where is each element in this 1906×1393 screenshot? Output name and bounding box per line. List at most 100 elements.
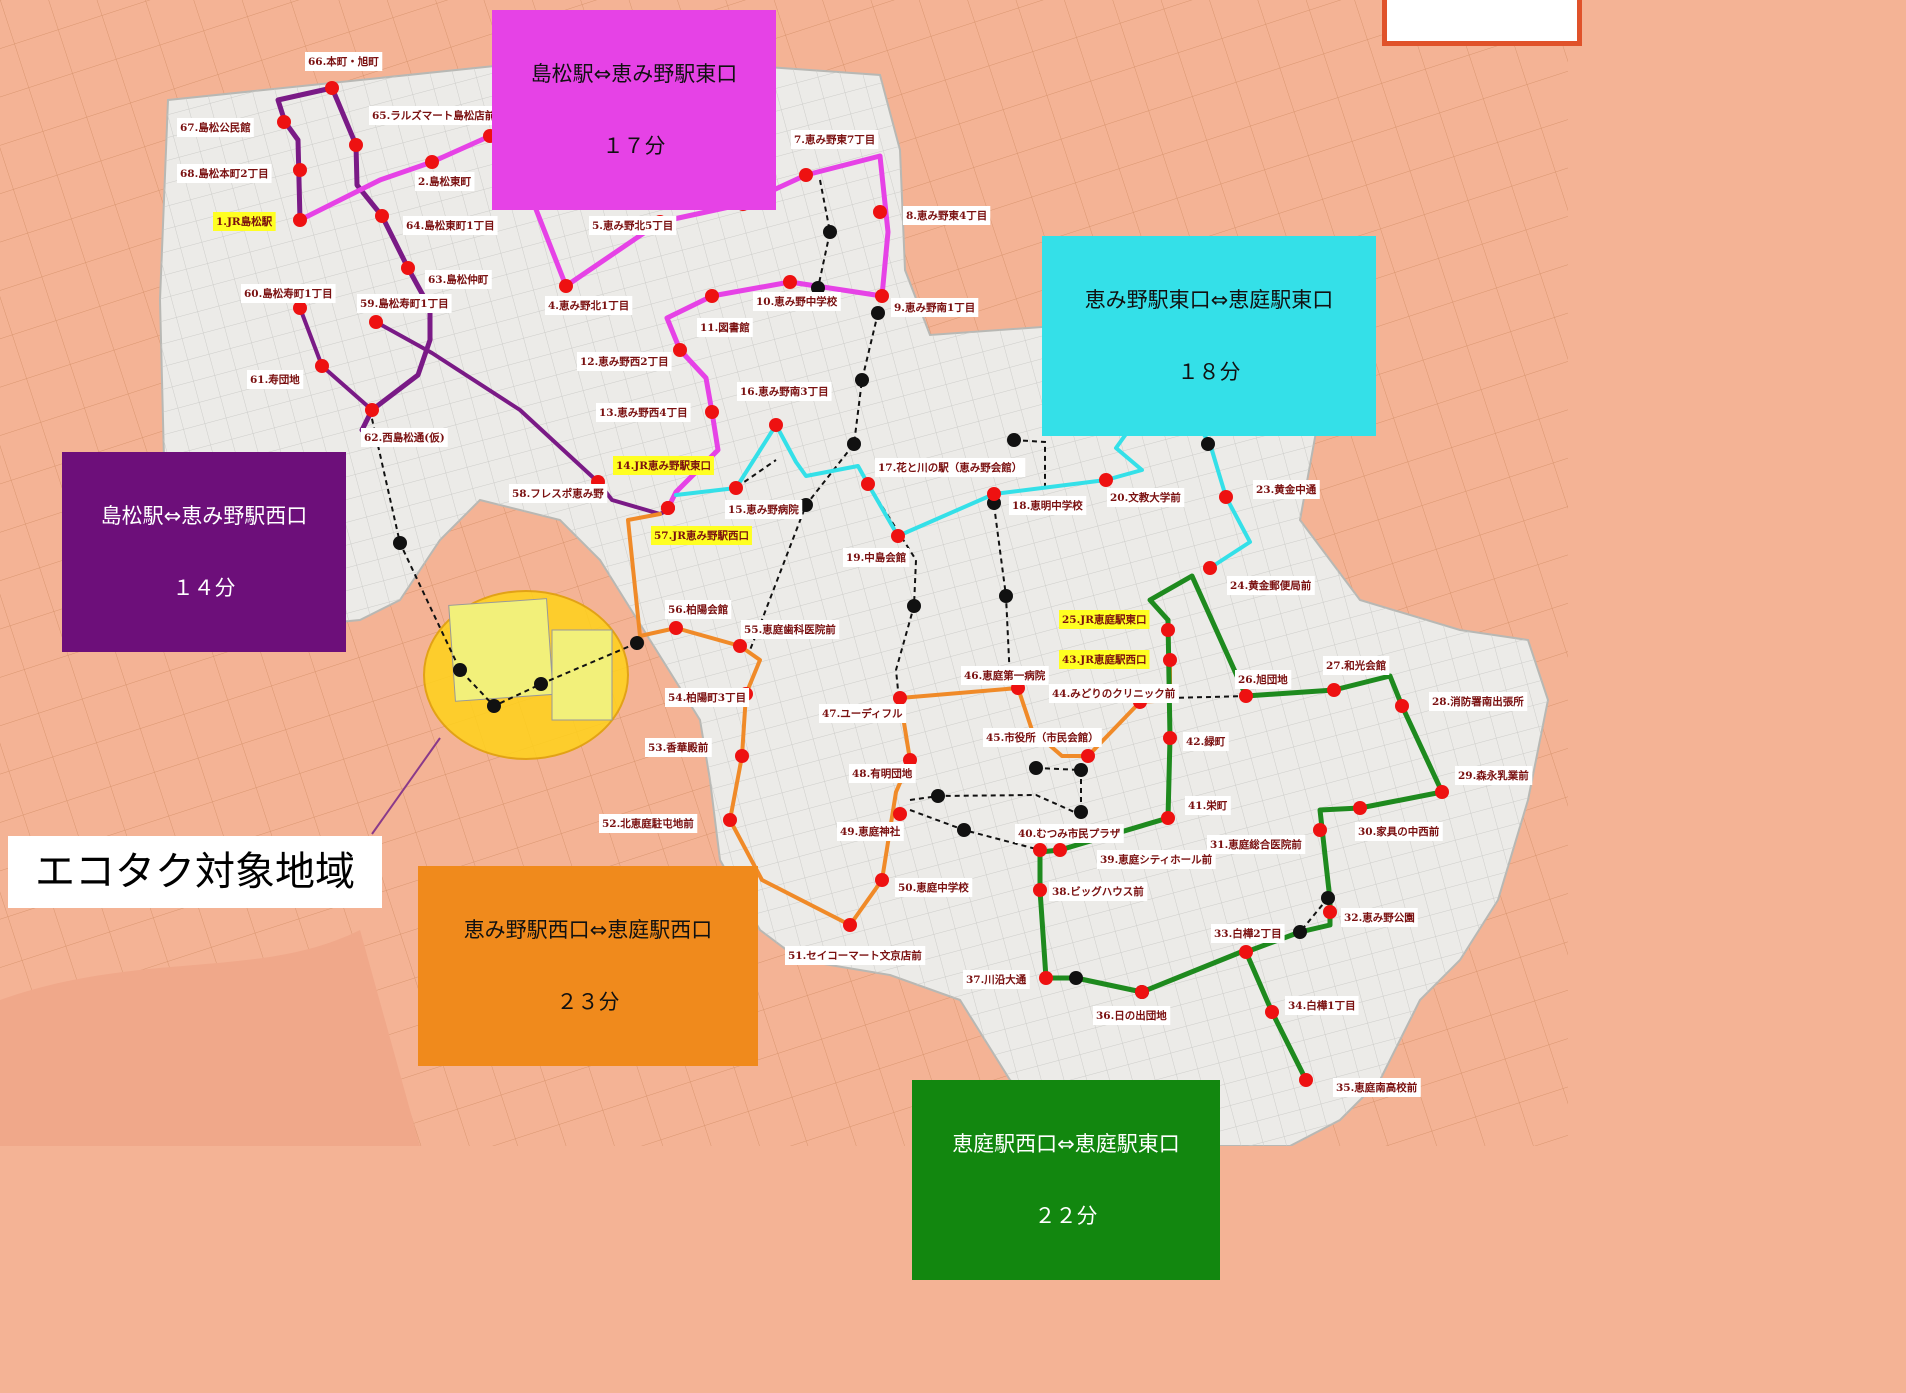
- stop-label-background: [613, 456, 714, 475]
- stop-marker: [1353, 801, 1367, 815]
- bus-stop: 31.恵庭総合医院前: [1207, 823, 1327, 854]
- stop-label-background: [1429, 692, 1528, 711]
- bus-stop: 7.恵み野東7丁目: [791, 130, 879, 182]
- bus-stop: 63.島松仲町: [401, 261, 492, 289]
- transfer-point: [871, 306, 885, 320]
- transfer-point: [1321, 891, 1335, 905]
- route-box-orange: 恵み野駅西口⇔恵庭駅西口 ２３分: [418, 866, 758, 1066]
- transfer-point: [847, 437, 861, 451]
- stop-label: 26.旭団地: [1238, 673, 1288, 686]
- stop-label: 34.白樺1丁目: [1288, 999, 1356, 1012]
- bus-stop: 51.セイコーマート文京店前: [785, 918, 926, 965]
- bus-stop: 62.西島松通(仮): [361, 403, 448, 447]
- stop-marker: [893, 807, 907, 821]
- stop-label: 56.柏陽会館: [668, 603, 728, 616]
- transfer-point: [907, 599, 921, 613]
- stop-label-background: [1015, 824, 1124, 843]
- stop-marker: [891, 529, 905, 543]
- stop-label-background: [819, 704, 907, 723]
- stop-label: 31.恵庭総合医院前: [1210, 838, 1302, 851]
- stop-label-background: [177, 118, 254, 137]
- stop-marker: [1161, 623, 1175, 637]
- stop-label: 2.島松東町: [418, 175, 471, 188]
- stop-label: 30.家具の中西前: [1358, 825, 1440, 838]
- stop-label: 5.恵み野北5丁目: [592, 219, 673, 232]
- stop-marker: [723, 813, 737, 827]
- stop-marker: [733, 639, 747, 653]
- stop-label-background: [1455, 766, 1533, 785]
- stop-label: 41.栄町: [1188, 799, 1228, 812]
- stop-label: 32.恵み野公園: [1344, 911, 1415, 924]
- bus-stop: 52.北恵庭駐屯地前: [599, 813, 737, 833]
- stop-label-background: [665, 688, 750, 707]
- stop-marker: [669, 621, 683, 635]
- route-box-green-time: ２２分: [1034, 1204, 1098, 1228]
- stop-label: 42.緑町: [1186, 735, 1226, 748]
- stop-label-background: [737, 382, 832, 401]
- bus-stop: 68.島松本町2丁目: [177, 163, 307, 183]
- stop-label-background: [305, 52, 383, 71]
- stop-marker: [325, 81, 339, 95]
- stop-label-background: [665, 600, 732, 619]
- stop-label: 29.森永乳業前: [1458, 769, 1529, 782]
- stop-marker: [1395, 699, 1409, 713]
- stop-marker: [293, 163, 307, 177]
- bus-stop: 66.本町・旭町: [305, 52, 383, 95]
- stop-label-background: [983, 728, 1102, 747]
- bus-stop: 12.恵み野西2丁目: [577, 343, 687, 371]
- bus-stop: 15.恵み野病院: [725, 481, 803, 519]
- stop-marker: [873, 205, 887, 219]
- bus-stop: 67.島松公民館: [177, 115, 291, 137]
- stop-marker: [1039, 971, 1053, 985]
- stop-marker: [349, 138, 363, 152]
- transfer-point: [1069, 971, 1083, 985]
- stop-marker: [1327, 683, 1341, 697]
- stop-label: 50.恵庭中学校: [898, 881, 969, 894]
- transfer-point: [999, 589, 1013, 603]
- stop-marker: [729, 481, 743, 495]
- stop-label: 33.白樺2丁目: [1214, 927, 1282, 940]
- transfer-point: [799, 498, 813, 512]
- stop-label: 58.フレスポ恵み野: [512, 487, 604, 500]
- stop-marker: [293, 301, 307, 315]
- stop-label: 53.香華殿前: [648, 741, 709, 754]
- bus-stop: 28.消防署南出張所: [1395, 692, 1528, 713]
- stop-label-background: [1049, 684, 1179, 703]
- transfer-point: [1293, 925, 1307, 939]
- eco-taxi-area-label: エコタク対象地域: [8, 836, 382, 908]
- bus-stop: 39.恵庭シティホール前: [1053, 843, 1216, 869]
- stop-marker: [375, 209, 389, 223]
- orange-route: [626, 512, 1172, 927]
- stop-label: 44.みどりのクリニック前: [1052, 687, 1176, 700]
- stop-marker: [861, 477, 875, 491]
- stop-label-background: [725, 500, 803, 519]
- bus-stop: 10.恵み野中学校: [753, 275, 841, 311]
- transfer-point: [1201, 437, 1215, 451]
- stop-label-background: [599, 814, 698, 833]
- stop-label: 57.JR恵み野駅西口: [654, 529, 749, 542]
- route-box-purple: 島松駅⇔恵み野駅西口 １４分: [62, 452, 346, 652]
- stop-label: 36.日の出団地: [1096, 1009, 1167, 1022]
- route-box-purple-title: 島松駅⇔恵み野駅西口: [100, 504, 308, 528]
- bus-stop: 5.恵み野北5丁目: [589, 215, 677, 235]
- stop-label-background: [415, 172, 475, 191]
- transfer-point: [823, 225, 837, 239]
- bus-stop: 47.ユーディフル: [819, 691, 907, 723]
- stop-label-background: [213, 212, 276, 231]
- stop-label: 54.柏陽町3丁目: [668, 691, 746, 704]
- bus-stop: 43.JR恵庭駅西口: [1059, 650, 1177, 669]
- stop-label-background: [645, 738, 712, 757]
- stop-marker: [1161, 811, 1175, 825]
- stop-label-background: [1323, 656, 1390, 675]
- stop-marker: [315, 359, 329, 373]
- stop-label: 9.恵み野南1丁目: [894, 301, 975, 314]
- stop-label-background: [241, 284, 336, 303]
- stop-label: 48.有明団地: [852, 767, 913, 780]
- bus-stop: 40.むつみ市民プラザ: [1015, 824, 1124, 857]
- route-box-purple-time: １４分: [172, 576, 236, 600]
- route-box-cyan-title: 恵み野駅東口⇔恵庭駅東口: [1084, 288, 1334, 312]
- stop-label: 59.島松寿町1丁目: [360, 297, 449, 310]
- bus-stop: 25.JR恵庭駅東口: [1059, 610, 1175, 637]
- bus-stop: 55.恵庭歯科医院前: [733, 620, 840, 653]
- bus-stop: 53.香華殿前: [645, 738, 749, 763]
